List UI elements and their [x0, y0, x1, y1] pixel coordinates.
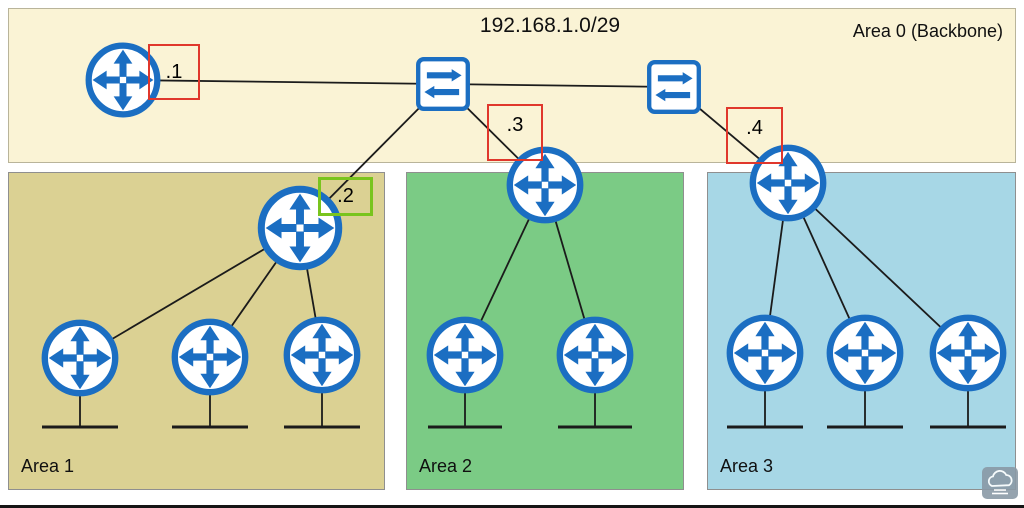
interface-4-highlight-box: .4 [726, 107, 783, 164]
interface-1-highlight-box: .1 [148, 44, 200, 100]
router-area3-3-icon [928, 313, 1008, 393]
network-subnet-title: 192.168.1.0/29 [479, 14, 621, 37]
area0-label: Area 0 (Backbone) [852, 21, 1003, 41]
interface-3-highlight-box: .3 [487, 104, 543, 161]
interface-1-label: .1 [165, 60, 183, 83]
interface-4-label: .4 [746, 117, 763, 139]
interface-2-label: .2 [337, 185, 354, 207]
interface-3-label: .3 [506, 114, 524, 136]
router-area3-2-icon [825, 313, 905, 393]
switch-2-icon [643, 56, 705, 118]
router-area1-2-icon [170, 317, 250, 397]
router-area3-1-icon [725, 313, 805, 393]
area1-label: Area 1 [21, 456, 75, 476]
router-area1-1-icon [40, 318, 120, 398]
router-area2-1-icon [425, 315, 505, 395]
router-area1-3-icon [282, 315, 362, 395]
watermark-cloud-logo-icon [982, 467, 1018, 499]
area2-label: Area 2 [419, 456, 473, 476]
area3-label: Area 3 [720, 456, 774, 476]
interface-2-highlight-box: .2 [318, 177, 373, 216]
switch-1-icon [412, 53, 474, 115]
router-area2-2-icon [555, 315, 635, 395]
